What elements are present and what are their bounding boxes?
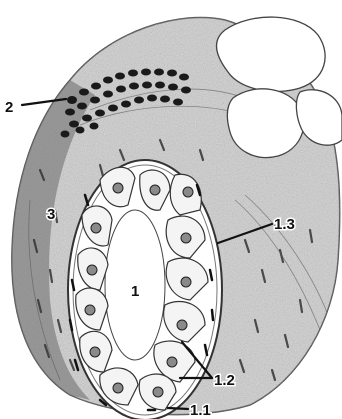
cluster-cell	[95, 110, 105, 117]
cluster-cell	[121, 101, 131, 108]
label-1-2: 1.2	[214, 372, 235, 389]
cluster-cell	[167, 70, 177, 77]
nucleus	[90, 347, 100, 357]
cluster-cell	[160, 96, 170, 103]
label-3: 3	[47, 206, 55, 223]
cluster-cell	[61, 131, 70, 138]
cluster-cell	[134, 97, 144, 104]
cluster-cell	[67, 96, 77, 104]
cluster-cell	[179, 74, 189, 81]
label-1-1: 1.1	[190, 402, 211, 419]
gland	[68, 160, 222, 419]
cluster-cell	[103, 91, 113, 98]
cluster-cell	[91, 83, 101, 90]
adipocyte	[227, 89, 303, 158]
cluster-cell	[82, 115, 92, 122]
cluster-cell	[154, 69, 164, 76]
cluster-cell	[115, 73, 125, 80]
label-2: 2	[5, 99, 13, 116]
cluster-cell	[141, 69, 151, 76]
label-lumen: 1	[131, 283, 139, 300]
cluster-cell	[76, 127, 85, 134]
cluster-cell	[147, 95, 157, 102]
cluster-cell	[103, 77, 113, 84]
cluster-cell	[69, 121, 79, 128]
cluster-cell	[65, 109, 75, 116]
nucleus	[113, 183, 123, 193]
nucleus	[177, 320, 187, 330]
cluster-cell	[90, 97, 100, 104]
nucleus	[181, 233, 191, 243]
cluster-cell	[173, 99, 183, 106]
cluster-cell	[155, 82, 165, 89]
cluster-cell	[77, 103, 87, 110]
leader-1-1	[168, 408, 188, 409]
nucleus	[91, 223, 101, 233]
nucleus	[181, 277, 191, 287]
nucleus	[85, 305, 95, 315]
nucleus	[87, 265, 97, 275]
cluster-cell	[129, 83, 139, 90]
nucleus	[167, 357, 177, 367]
nucleus	[150, 185, 160, 195]
label-1-3: 1.3	[274, 216, 295, 233]
cluster-cell	[108, 105, 118, 112]
cluster-cell	[79, 89, 89, 96]
nucleus	[113, 383, 123, 393]
cluster-cell	[116, 86, 126, 93]
nucleus	[183, 187, 193, 197]
cluster-cell	[142, 82, 152, 89]
nucleus	[153, 387, 163, 397]
cluster-cell	[181, 87, 191, 94]
cluster-cell	[90, 123, 99, 130]
cluster-cell	[168, 84, 178, 91]
cluster-cell	[128, 70, 138, 77]
